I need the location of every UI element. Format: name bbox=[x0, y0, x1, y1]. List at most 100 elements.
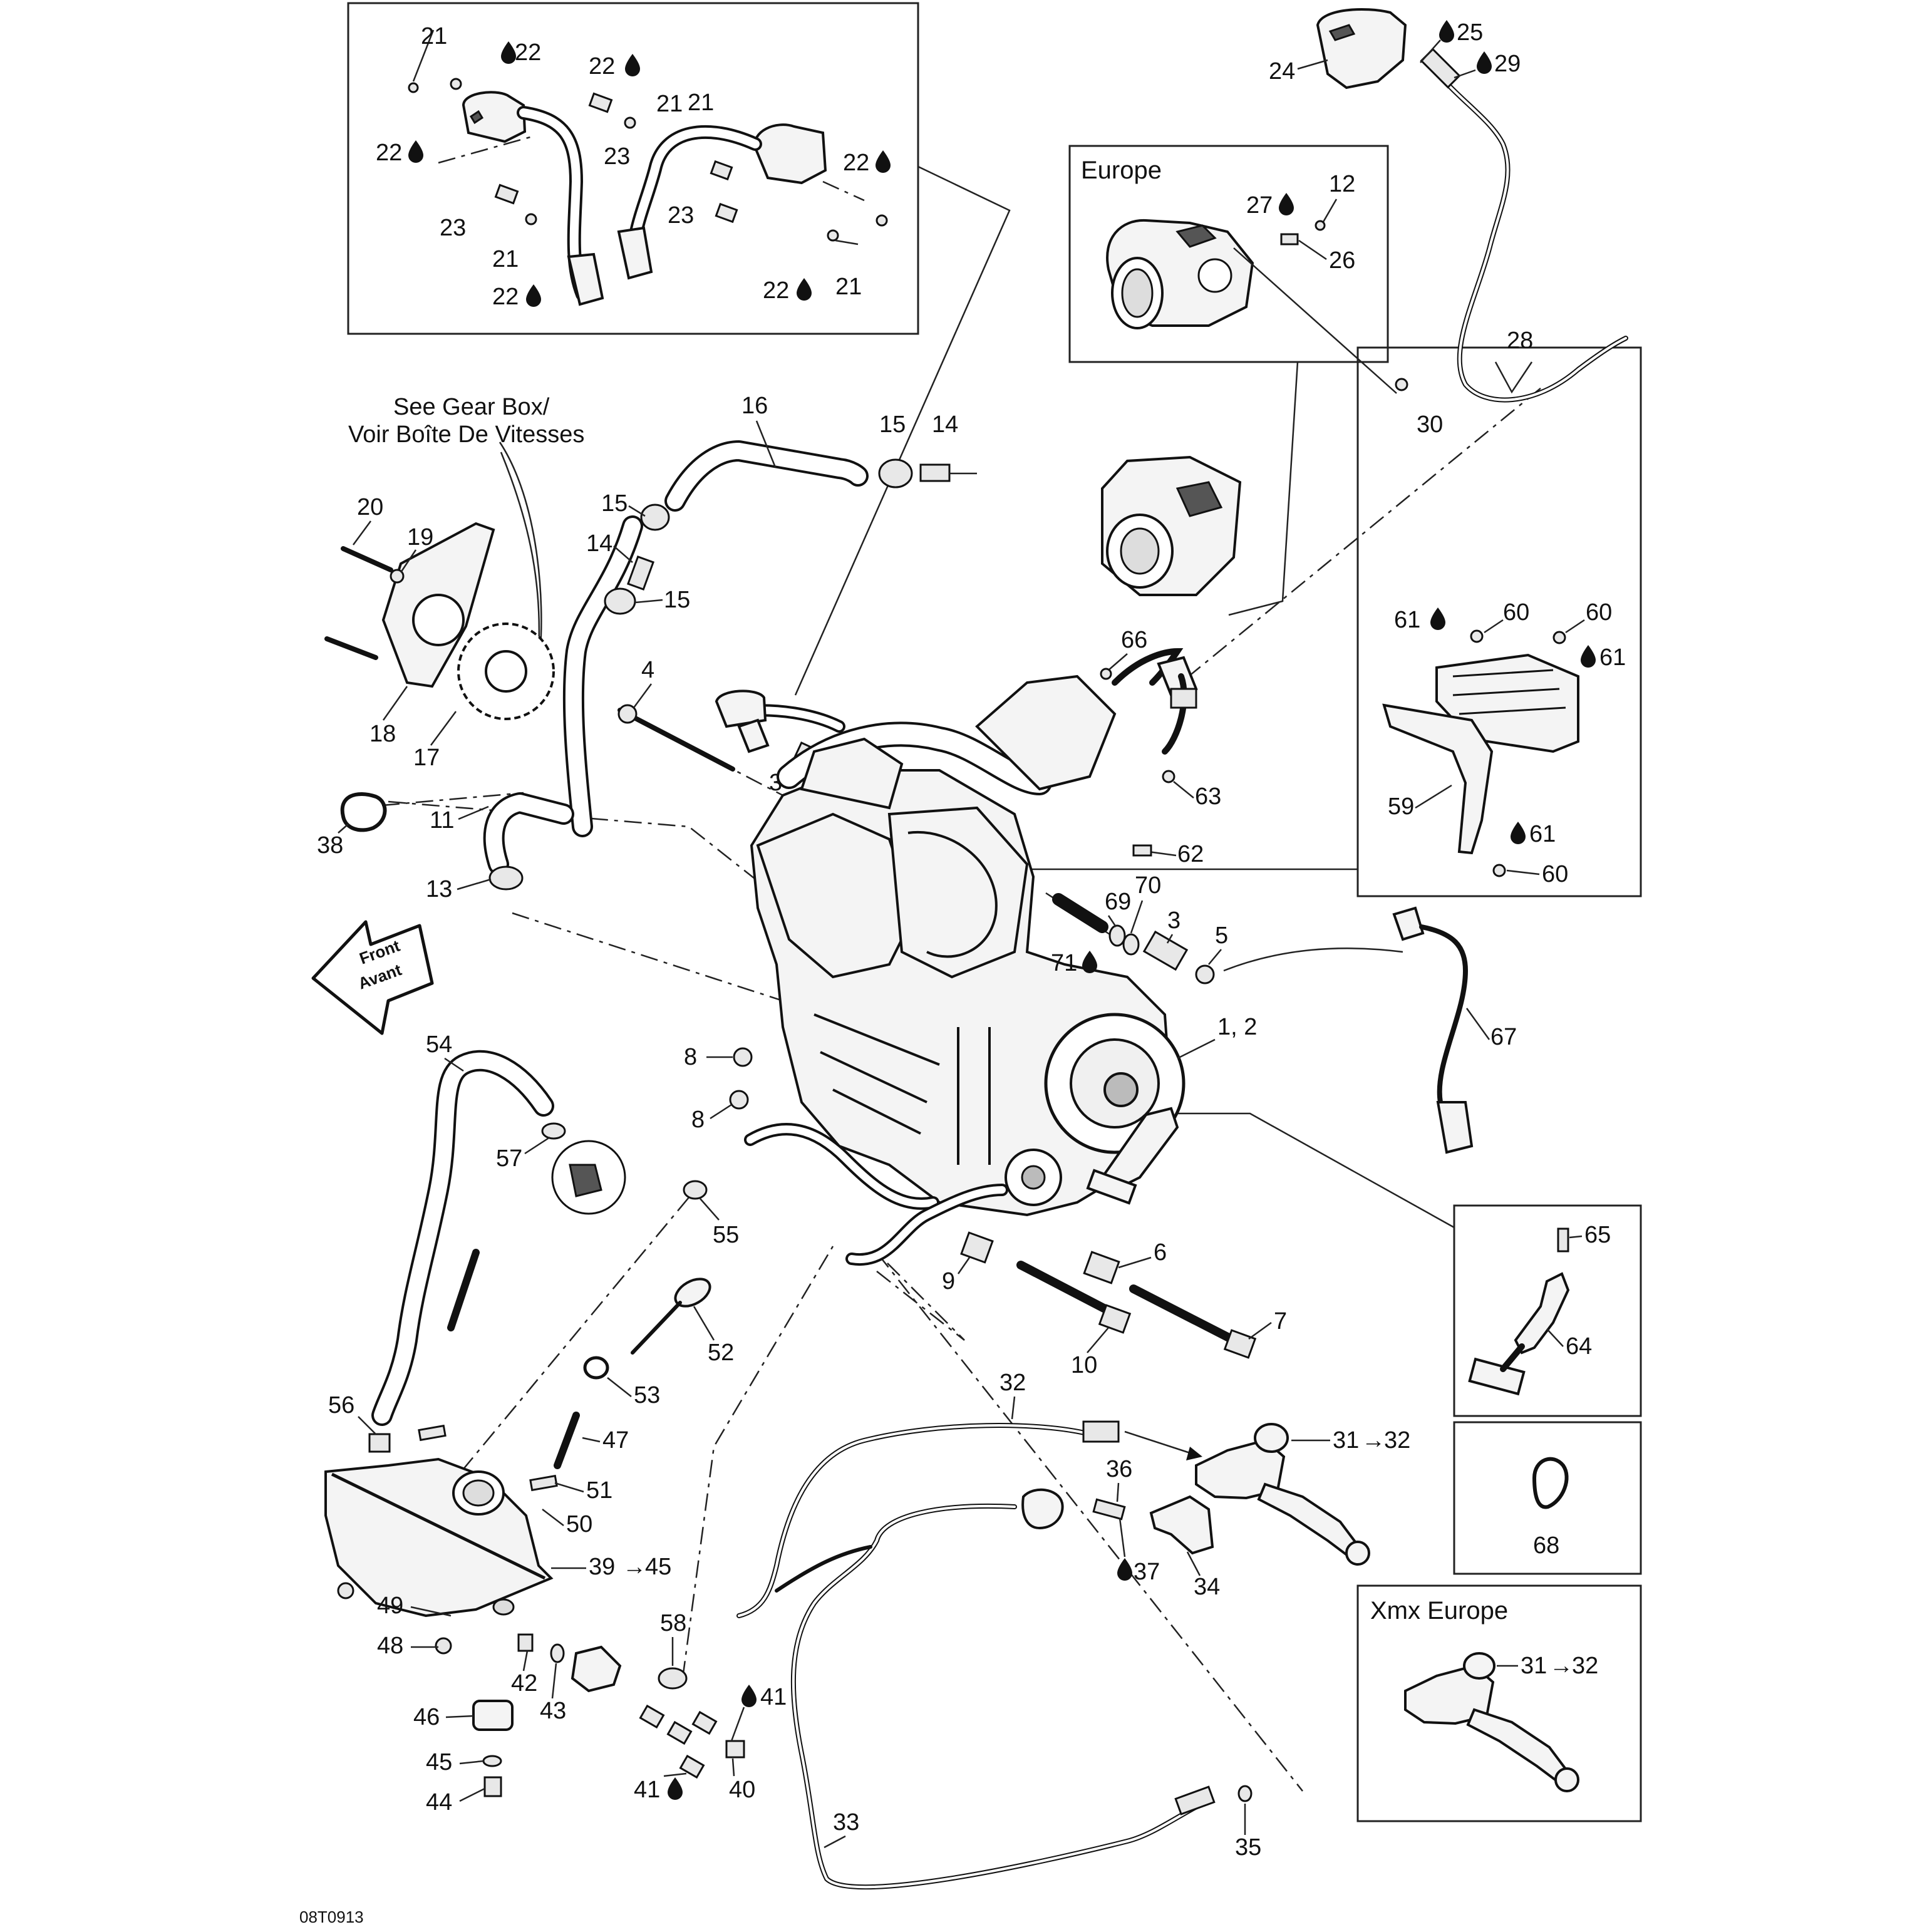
label-22: 22 bbox=[843, 150, 869, 176]
xmx-europe-box-title: Xmx Europe bbox=[1370, 1597, 1508, 1625]
label-5: 5 bbox=[1215, 922, 1228, 949]
label-30: 30 bbox=[1417, 411, 1443, 438]
label-22: 22 bbox=[763, 277, 789, 304]
label-64: 64 bbox=[1566, 1333, 1592, 1360]
coil-fasteners bbox=[408, 78, 888, 242]
label-49: 49 bbox=[377, 1593, 403, 1619]
label-20: 20 bbox=[357, 494, 383, 520]
oil-drop-icon bbox=[1439, 20, 1454, 43]
label-32: 32 bbox=[1384, 1427, 1410, 1454]
screw-30 bbox=[1395, 378, 1408, 391]
bolt-7 bbox=[1129, 1284, 1238, 1345]
sensor-67 bbox=[1392, 906, 1474, 1154]
leader-coils-to-engine bbox=[794, 165, 1011, 696]
oil-drop-icon bbox=[1581, 645, 1596, 668]
label-19: 19 bbox=[407, 524, 433, 550]
label-14: 14 bbox=[586, 530, 612, 557]
ring-69 bbox=[1108, 924, 1126, 947]
label-26: 26 bbox=[1329, 247, 1355, 274]
bracket-26 bbox=[1280, 233, 1299, 245]
ignition-coil-left bbox=[462, 91, 604, 306]
bolt-10 bbox=[1016, 1261, 1119, 1318]
oil-drop-icon bbox=[1082, 951, 1097, 973]
label-22: 22 bbox=[376, 140, 402, 166]
oil-drop-icon bbox=[797, 278, 812, 301]
label-23: 23 bbox=[668, 202, 694, 229]
screw-12 bbox=[1315, 220, 1326, 231]
clutch-lever-xmx bbox=[1404, 1652, 1579, 1792]
o-ring-68 bbox=[1532, 1457, 1569, 1509]
inset-box-ring bbox=[1453, 1421, 1642, 1575]
label-29: 29 bbox=[1494, 51, 1521, 77]
label-38: 38 bbox=[317, 832, 343, 859]
label-21: 21 bbox=[421, 23, 447, 49]
inset-box-europe bbox=[1068, 145, 1389, 363]
drawing-code: 08T0913 bbox=[299, 1908, 364, 1926]
dipstick-52 bbox=[631, 1278, 711, 1355]
label-60: 60 bbox=[1503, 599, 1529, 626]
plug-44 bbox=[483, 1776, 502, 1797]
shift-lever bbox=[1086, 1107, 1179, 1205]
label-55: 55 bbox=[713, 1222, 739, 1248]
bracket-59 bbox=[1382, 703, 1494, 855]
pin-36 bbox=[1092, 1498, 1126, 1521]
clamp-55 bbox=[683, 1180, 708, 1200]
washer-45 bbox=[482, 1755, 502, 1767]
label-17: 17 bbox=[413, 745, 440, 771]
ring-70 bbox=[1122, 933, 1140, 956]
label-23: 23 bbox=[604, 143, 630, 170]
label-21: 21 bbox=[835, 274, 862, 300]
clamp-58 bbox=[658, 1667, 688, 1690]
label-66: 66 bbox=[1121, 627, 1147, 653]
label-60: 60 bbox=[1542, 861, 1568, 887]
label-32: 32 bbox=[1000, 1370, 1026, 1396]
clutch-lever bbox=[1195, 1423, 1370, 1566]
label-57: 57 bbox=[496, 1145, 522, 1172]
bushing-9 bbox=[960, 1231, 994, 1264]
label-69: 69 bbox=[1105, 889, 1131, 915]
oil-drop-icon bbox=[1117, 1558, 1132, 1581]
tank-bolts bbox=[337, 1249, 580, 1655]
sprocket-cover bbox=[381, 522, 495, 688]
label-62: 62 bbox=[1177, 841, 1204, 867]
engine-assembly bbox=[750, 769, 1186, 1217]
oil-drop-icon bbox=[1511, 822, 1526, 844]
label-39: 39 bbox=[589, 1554, 615, 1580]
label-15: 15 bbox=[664, 587, 690, 613]
label-67: 67 bbox=[1490, 1024, 1517, 1050]
leader-see-gear-box bbox=[500, 452, 540, 652]
oil-drop-icon bbox=[501, 41, 516, 64]
label-46: 46 bbox=[413, 1704, 440, 1730]
inset-box-bracket bbox=[1356, 346, 1642, 897]
label-50: 50 bbox=[566, 1511, 592, 1537]
label-44: 44 bbox=[426, 1789, 452, 1816]
ignition-coil-right bbox=[617, 123, 827, 280]
clamp-57 bbox=[541, 1122, 566, 1140]
label-13: 13 bbox=[426, 876, 452, 902]
cable-end-32 bbox=[1082, 1420, 1120, 1443]
label-8: 8 bbox=[691, 1107, 705, 1133]
coil-dash-1 bbox=[438, 135, 533, 164]
bolt-65 bbox=[1557, 1227, 1569, 1253]
dash-line-33 bbox=[876, 1252, 1303, 1792]
front-arrow bbox=[311, 920, 434, 1035]
label-36: 36 bbox=[1106, 1456, 1132, 1482]
intake-manifold bbox=[777, 674, 1117, 810]
label-15: 15 bbox=[879, 411, 906, 438]
inset-box-shift-lever bbox=[1453, 1204, 1642, 1417]
oil-drop-icon bbox=[1477, 51, 1492, 74]
label-61: 61 bbox=[1599, 644, 1626, 671]
europe-box-title: Europe bbox=[1081, 157, 1162, 184]
label-32: 32 bbox=[1572, 1653, 1598, 1679]
bolt-62 bbox=[1132, 844, 1152, 857]
bolt-10-head bbox=[1098, 1304, 1132, 1334]
label-14: 14 bbox=[932, 411, 958, 438]
pin-69 bbox=[1052, 893, 1108, 933]
leader-shift-to-engine bbox=[1171, 1112, 1455, 1229]
oil-tank bbox=[324, 1457, 554, 1618]
label-12: 12 bbox=[1329, 171, 1355, 197]
inset-box-xmx-europe bbox=[1356, 1584, 1642, 1822]
label-22: 22 bbox=[492, 284, 519, 310]
label-34: 34 bbox=[1194, 1574, 1220, 1600]
spacer-3b bbox=[1142, 930, 1189, 971]
